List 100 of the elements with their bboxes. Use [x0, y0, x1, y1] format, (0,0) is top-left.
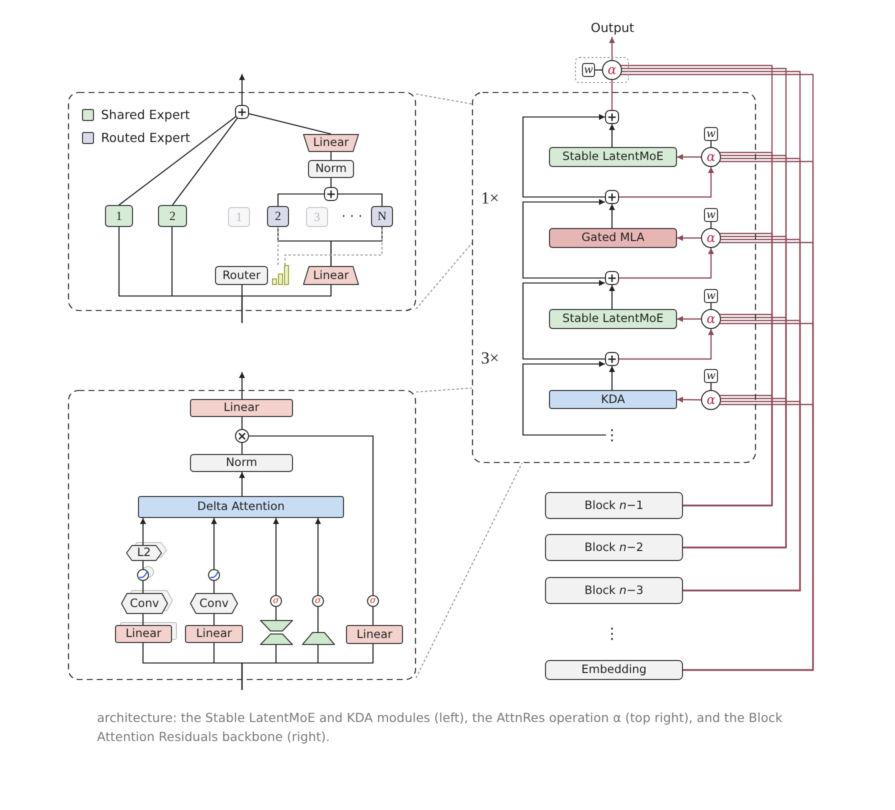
hourglass-shape: [260, 620, 293, 645]
add-node: +: [324, 187, 338, 201]
arrow: [619, 329, 714, 360]
linear-layer: Linear: [346, 625, 403, 644]
block-layer: Block n−2: [545, 534, 683, 561]
connector-line: [710, 383, 712, 390]
add-node: +: [605, 271, 619, 285]
zoom-guide-line: [416, 387, 472, 393]
connector-line: [277, 193, 324, 206]
attention-block: Gated MLA: [549, 228, 677, 248]
alpha-node: α: [701, 309, 721, 329]
connector-line: [710, 222, 712, 228]
zoom-guide-line: [416, 242, 472, 310]
sigmoid-node: σ: [270, 595, 282, 607]
weight-node: w: [704, 208, 718, 222]
legend-label: Shared Expert: [101, 108, 190, 122]
l2-norm-layer: L2: [126, 545, 162, 561]
caption: architecture: the Stable LatentMoE and KDA modules (left), the AttnRes operation α (top right), and the Block Attention Residuals backbone (right).: [97, 709, 784, 746]
zoom-guide-line: [416, 462, 522, 678]
alpha-node: α: [701, 390, 721, 410]
ellipsis: ⋮: [606, 421, 618, 449]
arrow: [239, 74, 245, 105]
dashed-panel: [68, 92, 416, 311]
connector-line: [611, 80, 613, 110]
zoom-guide-line: [416, 93, 472, 105]
arrow: [239, 372, 245, 399]
connector-line: [249, 435, 374, 595]
weight-node: w: [704, 289, 718, 303]
activation-icon: [137, 569, 149, 581]
connector-line: [330, 152, 332, 160]
connector-line: [683, 394, 773, 506]
arrow: [677, 154, 701, 160]
arrow: [522, 114, 605, 198]
embedding-layer: Embedding: [545, 660, 683, 680]
connector-line: [710, 141, 712, 147]
connector-line: [683, 398, 787, 548]
sigmoid-node: σ: [312, 595, 324, 607]
linear-layer: Linear: [190, 399, 293, 417]
trapezoid-shape: [302, 632, 335, 645]
arrow: [609, 204, 615, 228]
moe-block: Stable LatentMoE: [549, 309, 677, 329]
arrow: [609, 285, 615, 309]
conv-layer: Conv: [121, 593, 168, 614]
arrow: [609, 124, 615, 147]
connector-line: [683, 404, 814, 671]
connector-line: [338, 193, 383, 206]
block-layer: Block n−1: [545, 492, 683, 519]
arrow: [522, 280, 605, 360]
arrow: [619, 167, 714, 198]
arrow: [677, 396, 702, 403]
add-node: +: [605, 190, 619, 204]
arrow: [315, 518, 321, 595]
alpha-node: α: [701, 228, 721, 248]
weight-node: w: [704, 369, 718, 383]
dashed-panel: [472, 92, 756, 463]
connector-line: [241, 285, 332, 323]
linear-trapezoid: Linear: [303, 266, 359, 285]
inactive-expert: 3: [306, 207, 328, 227]
add-node: +: [235, 105, 249, 119]
conv-layer: Conv: [190, 593, 238, 614]
connector-line: [241, 417, 243, 429]
ellipsis: · · ·: [342, 210, 362, 224]
arrow: [211, 518, 217, 569]
legend-label: Routed Expert: [101, 132, 190, 144]
dotted-group: [575, 57, 629, 83]
shared-expert: 2: [158, 205, 187, 227]
connector-line: [118, 116, 237, 206]
connector-line: [248, 113, 332, 135]
arrow: [239, 472, 245, 496]
arrow: [677, 235, 701, 241]
connector-line: [710, 303, 712, 309]
connector-line: [142, 614, 144, 625]
connector-line: [241, 443, 243, 454]
connector-line: [142, 561, 144, 569]
connector-line: [683, 400, 801, 592]
moe-block: Stable LatentMoE: [549, 147, 677, 167]
arrow: [140, 518, 146, 545]
dashed-line: [277, 227, 279, 265]
linear-layer: Linear: [185, 625, 243, 643]
alpha-node: α: [701, 147, 721, 167]
connector-line: [595, 69, 602, 71]
add-node: +: [605, 352, 619, 366]
norm-layer: Norm: [190, 454, 293, 472]
arrow: [619, 248, 714, 279]
connector-line: [317, 607, 319, 632]
attention-layer: Delta Attention: [138, 496, 344, 518]
connector-line: [241, 644, 374, 690]
linear-trapezoid: Linear: [303, 134, 359, 152]
connector-line: [372, 607, 374, 625]
arrow: [522, 199, 605, 279]
ellipsis: ⋮: [604, 626, 620, 642]
connector-line: [275, 607, 277, 620]
routed-expert: N: [371, 206, 393, 227]
alpha-node: α: [602, 60, 622, 80]
multiply-node: ×: [235, 429, 249, 443]
attention-block: KDA: [549, 390, 677, 409]
inactive-expert: 1: [228, 207, 250, 227]
shared-expert: 1: [105, 205, 133, 227]
arrow: [522, 361, 606, 436]
repeat-count: 1×: [480, 190, 500, 206]
